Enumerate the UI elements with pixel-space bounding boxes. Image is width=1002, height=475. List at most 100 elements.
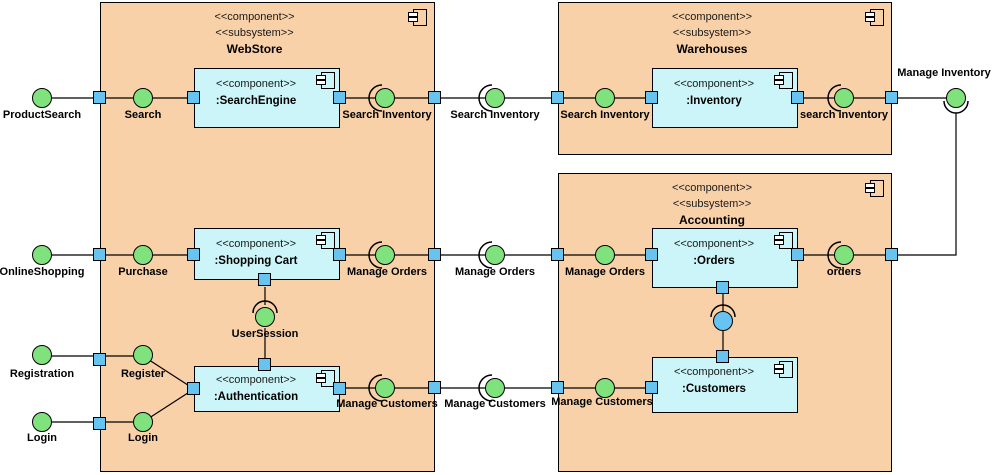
interface-ball-register[interactable] xyxy=(133,345,153,365)
interface-ball-login-inner[interactable] xyxy=(133,412,153,432)
port-inventory-left[interactable] xyxy=(645,91,658,104)
port-orders-left[interactable] xyxy=(645,248,658,261)
port-webstore-left-login[interactable] xyxy=(93,417,106,430)
interface-ball-productsearch[interactable] xyxy=(32,88,52,108)
socket-arc-manage-orders-mid[interactable] xyxy=(478,241,493,269)
label-register: Register xyxy=(120,368,166,380)
socket-arc-orders[interactable] xyxy=(827,241,842,269)
interface-ball-orders[interactable] xyxy=(834,245,854,265)
port-inventory-right[interactable] xyxy=(791,91,804,104)
component-icon xyxy=(774,232,793,249)
interface-ball-login-outer[interactable] xyxy=(32,412,52,432)
webstore-stereotype-component: <<component>> xyxy=(214,11,295,23)
label-login-inner: Login xyxy=(128,432,158,444)
interface-ball-search-inventory-wh[interactable] xyxy=(595,88,615,108)
link-register-authentication[interactable] xyxy=(142,355,195,390)
searchengine-stereotype: <<component>> xyxy=(215,78,297,90)
component-inventory[interactable]: <<component>> :Inventory xyxy=(652,68,798,128)
port-searchengine-right[interactable] xyxy=(333,91,346,104)
label-manage-orders-mid: Manage Orders xyxy=(454,266,536,278)
label-manage-inventory: Manage Inventory xyxy=(897,67,991,79)
interface-ball-registration[interactable] xyxy=(32,345,52,365)
port-shoppingcart-bottom[interactable] xyxy=(258,273,271,286)
interface-ball-search-inventory-ws[interactable] xyxy=(375,88,395,108)
label-purchase: Purchase xyxy=(118,266,168,278)
interface-ball-manage-inventory[interactable] xyxy=(946,88,966,108)
interface-ball-orders-customers[interactable] xyxy=(713,311,733,331)
port-webstore-right-search-inventory[interactable] xyxy=(428,91,441,104)
port-accounting-left-customers[interactable] xyxy=(551,381,564,394)
customers-stereotype: <<component>> xyxy=(673,366,755,378)
port-shoppingcart-left[interactable] xyxy=(187,248,200,261)
port-webstore-left-search[interactable] xyxy=(93,91,106,104)
port-shoppingcart-right[interactable] xyxy=(333,248,346,261)
port-orders-right[interactable] xyxy=(791,248,804,261)
interface-ball-search[interactable] xyxy=(133,88,153,108)
socket-arc-search-inventory-out[interactable] xyxy=(827,84,842,112)
socket-arc-search-inventory-ws[interactable] xyxy=(368,84,383,112)
label-onlineshopping: OnlineShopping xyxy=(0,266,85,278)
component-customers[interactable]: <<component>> :Customers xyxy=(652,357,798,413)
webstore-name: WebStore xyxy=(226,42,283,56)
interface-ball-search-inventory-mid[interactable] xyxy=(485,88,505,108)
port-webstore-left-register[interactable] xyxy=(93,353,106,366)
port-orders-bottom[interactable] xyxy=(716,281,729,294)
shopping-cart-name: :Shopping Cart xyxy=(214,255,298,267)
port-webstore-right-manage-orders[interactable] xyxy=(428,248,441,261)
port-accounting-left-orders[interactable] xyxy=(551,248,564,261)
label-search-inventory-out: search inventory xyxy=(799,109,889,121)
searchengine-name: :SearchEngine xyxy=(215,95,297,107)
socket-arc-usersession[interactable] xyxy=(252,300,278,314)
authentication-stereotype: <<component>> xyxy=(215,374,297,386)
port-warehouses-right[interactable] xyxy=(885,91,898,104)
component-searchengine[interactable]: <<component>> :SearchEngine xyxy=(194,68,340,128)
label-usersession: UserSession xyxy=(231,328,299,340)
interface-ball-onlineshopping[interactable] xyxy=(32,245,52,265)
interface-ball-manage-orders-mid[interactable] xyxy=(485,245,505,265)
port-accounting-right[interactable] xyxy=(885,248,898,261)
port-warehouses-left[interactable] xyxy=(551,91,564,104)
component-orders[interactable]: <<component>> :Orders xyxy=(652,228,798,288)
port-authentication-left[interactable] xyxy=(187,382,200,395)
interface-ball-manage-customers-ws[interactable] xyxy=(375,378,395,398)
inventory-name: :Inventory xyxy=(686,95,742,107)
socket-arc-manage-customers-ws[interactable] xyxy=(368,374,383,402)
socket-arc-manage-inventory[interactable] xyxy=(943,100,969,114)
socket-arc-orders-customers[interactable] xyxy=(710,304,736,318)
interface-ball-manage-orders-acc[interactable] xyxy=(595,245,615,265)
port-webstore-right-manage-customers[interactable] xyxy=(428,381,441,394)
socket-arc-manage-customers-mid[interactable] xyxy=(478,374,493,402)
warehouses-stereotype-subsystem: <<subsystem>> xyxy=(672,27,752,39)
label-search-inventory-mid: Search Inventory xyxy=(450,109,540,121)
component-icon xyxy=(316,72,335,89)
label-manage-customers-mid: Manage Customers xyxy=(444,398,546,410)
label-manage-orders-ws: Manage Orders xyxy=(346,266,428,278)
link-manage-inventory-accounting[interactable] xyxy=(892,113,957,256)
orders-name: :Orders xyxy=(693,255,735,267)
port-customers-left[interactable] xyxy=(645,381,658,394)
interface-ball-manage-orders-ws[interactable] xyxy=(375,245,395,265)
interface-ball-search-inventory-out[interactable] xyxy=(834,88,854,108)
warehouses-name: Warehouses xyxy=(676,42,748,56)
socket-arc-search-inventory-mid[interactable] xyxy=(478,84,493,112)
port-searchengine-left[interactable] xyxy=(187,91,200,104)
socket-arc-manage-orders-ws[interactable] xyxy=(368,241,383,269)
component-icon xyxy=(316,232,335,249)
port-customers-top[interactable] xyxy=(716,350,729,363)
port-authentication-right[interactable] xyxy=(333,382,346,395)
component-icon xyxy=(774,361,793,378)
port-webstore-left-purchase[interactable] xyxy=(93,248,106,261)
component-icon xyxy=(408,9,427,26)
inventory-stereotype: <<component>> xyxy=(673,78,755,90)
label-manage-customers-ws: Manage Customers xyxy=(336,398,438,410)
interface-ball-manage-customers-acc[interactable] xyxy=(595,378,615,398)
interface-ball-usersession[interactable] xyxy=(255,307,275,327)
interface-ball-manage-customers-mid[interactable] xyxy=(485,378,505,398)
label-orders: orders xyxy=(826,266,862,278)
accounting-name: Accounting xyxy=(679,213,745,227)
label-login-outer: Login xyxy=(27,432,57,444)
interface-ball-purchase[interactable] xyxy=(133,245,153,265)
port-authentication-top[interactable] xyxy=(258,358,271,371)
label-search: Search xyxy=(124,109,162,121)
